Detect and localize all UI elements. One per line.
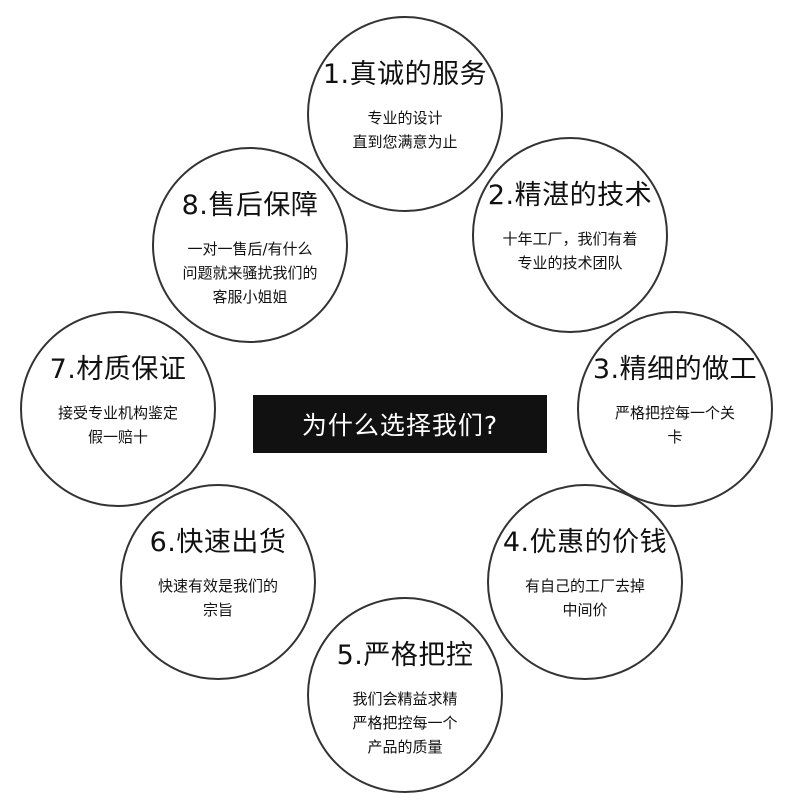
feature-title: 4.优惠的价钱 (502, 527, 668, 558)
feature-title: 2.精湛的技术 (487, 180, 653, 211)
feature-title: 3.精细的做工 (592, 354, 758, 385)
feature-title: 5.严格把控 (336, 640, 474, 671)
center-label: 为什么选择我们? (253, 395, 547, 453)
feature-circle-price: 4.优惠的价钱 有自己的工厂去掉 中间价 (487, 484, 683, 680)
feature-circle-material: 7.材质保证 接受专业机构鉴定 假一赔十 (20, 311, 216, 507)
feature-description: 有自己的工厂去掉 中间价 (524, 577, 645, 619)
feature-description: 严格把控每一个关 卡 (614, 404, 735, 446)
feature-title: 8.售后保障 (181, 190, 319, 221)
feature-circle-service: 1.真诚的服务 专业的设计 直到您满意为止 (307, 16, 503, 212)
feature-circle-quality-control: 5.严格把控 我们会精益求精 严格把控每一个 产品的质量 (307, 597, 503, 793)
feature-description: 我们会精益求精 严格把控每一个 产品的质量 (352, 690, 458, 756)
feature-title: 7.材质保证 (49, 354, 187, 385)
feature-description: 专业的设计 直到您满意为止 (352, 109, 458, 151)
feature-circle-technique: 2.精湛的技术 十年工厂，我们有着 专业的技术团队 (472, 137, 668, 333)
feature-description: 快速有效是我们的 宗旨 (157, 577, 278, 619)
feature-description: 接受专业机构鉴定 假一赔十 (57, 404, 178, 446)
feature-circle-fast-shipping: 6.快速出货 快速有效是我们的 宗旨 (120, 484, 316, 680)
feature-title: 1.真诚的服务 (322, 59, 488, 90)
feature-title: 6.快速出货 (149, 527, 287, 558)
feature-description: 十年工厂，我们有着 专业的技术团队 (502, 230, 638, 272)
feature-description: 一对一售后/有什么 问题就来骚扰我们的 客服小姐姐 (182, 240, 318, 306)
feature-circle-after-sales: 8.售后保障 一对一售后/有什么 问题就来骚扰我们的 客服小姐姐 (152, 147, 348, 343)
feature-circle-workmanship: 3.精细的做工 严格把控每一个关 卡 (577, 311, 773, 507)
